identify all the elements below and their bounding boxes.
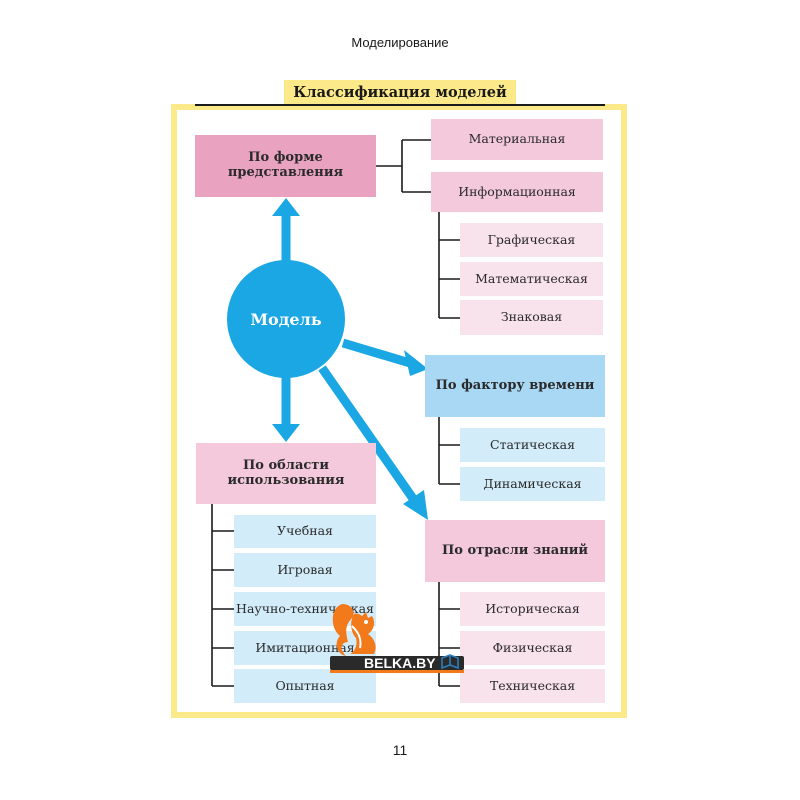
arrowhead-right (404, 350, 428, 376)
arrowhead-down (272, 424, 300, 442)
category-area: По области использования (196, 443, 376, 504)
diagram-title: Классификация моделей (293, 84, 507, 101)
node-graphic: Графическая (460, 223, 603, 257)
arrowhead-diagonal (403, 490, 428, 520)
node-technical: Техническая (460, 669, 605, 703)
page-number: 11 (392, 742, 408, 758)
node-informational: Информационная (431, 172, 603, 212)
node-experimental: Опытная (234, 669, 376, 703)
category-time: По фактору времени (425, 355, 605, 417)
diagram-frame (171, 104, 627, 718)
node-dynamic: Динамическая (460, 467, 605, 501)
node-educational: Учебная (234, 515, 376, 548)
arrowhead-up (272, 198, 300, 216)
book-icon (441, 654, 459, 670)
node-historical: Историческая (460, 592, 605, 626)
category-branch: По отрасли знаний (425, 520, 605, 582)
node-physical: Физическая (460, 631, 605, 665)
category-form: По форме представления (195, 135, 376, 197)
node-static: Статическая (460, 428, 605, 462)
belka-watermark-logo: BELKA.BY (330, 604, 464, 673)
node-game: Игровая (234, 553, 376, 587)
title-highlight (284, 80, 516, 108)
arrow-diagonal (318, 365, 418, 503)
center-model-node: Модель (227, 260, 345, 378)
node-symbolic: Знаковая (460, 300, 603, 335)
page-header-title: Моделирование (351, 35, 449, 50)
watermark-text: BELKA.BY (364, 655, 436, 671)
node-imitation: Имитационная (234, 631, 376, 665)
node-mathematical: Математическая (460, 262, 603, 296)
title-underline (195, 104, 605, 106)
squirrel-icon (332, 604, 376, 656)
node-material: Материальная (431, 119, 603, 160)
arrow-right (341, 338, 412, 368)
